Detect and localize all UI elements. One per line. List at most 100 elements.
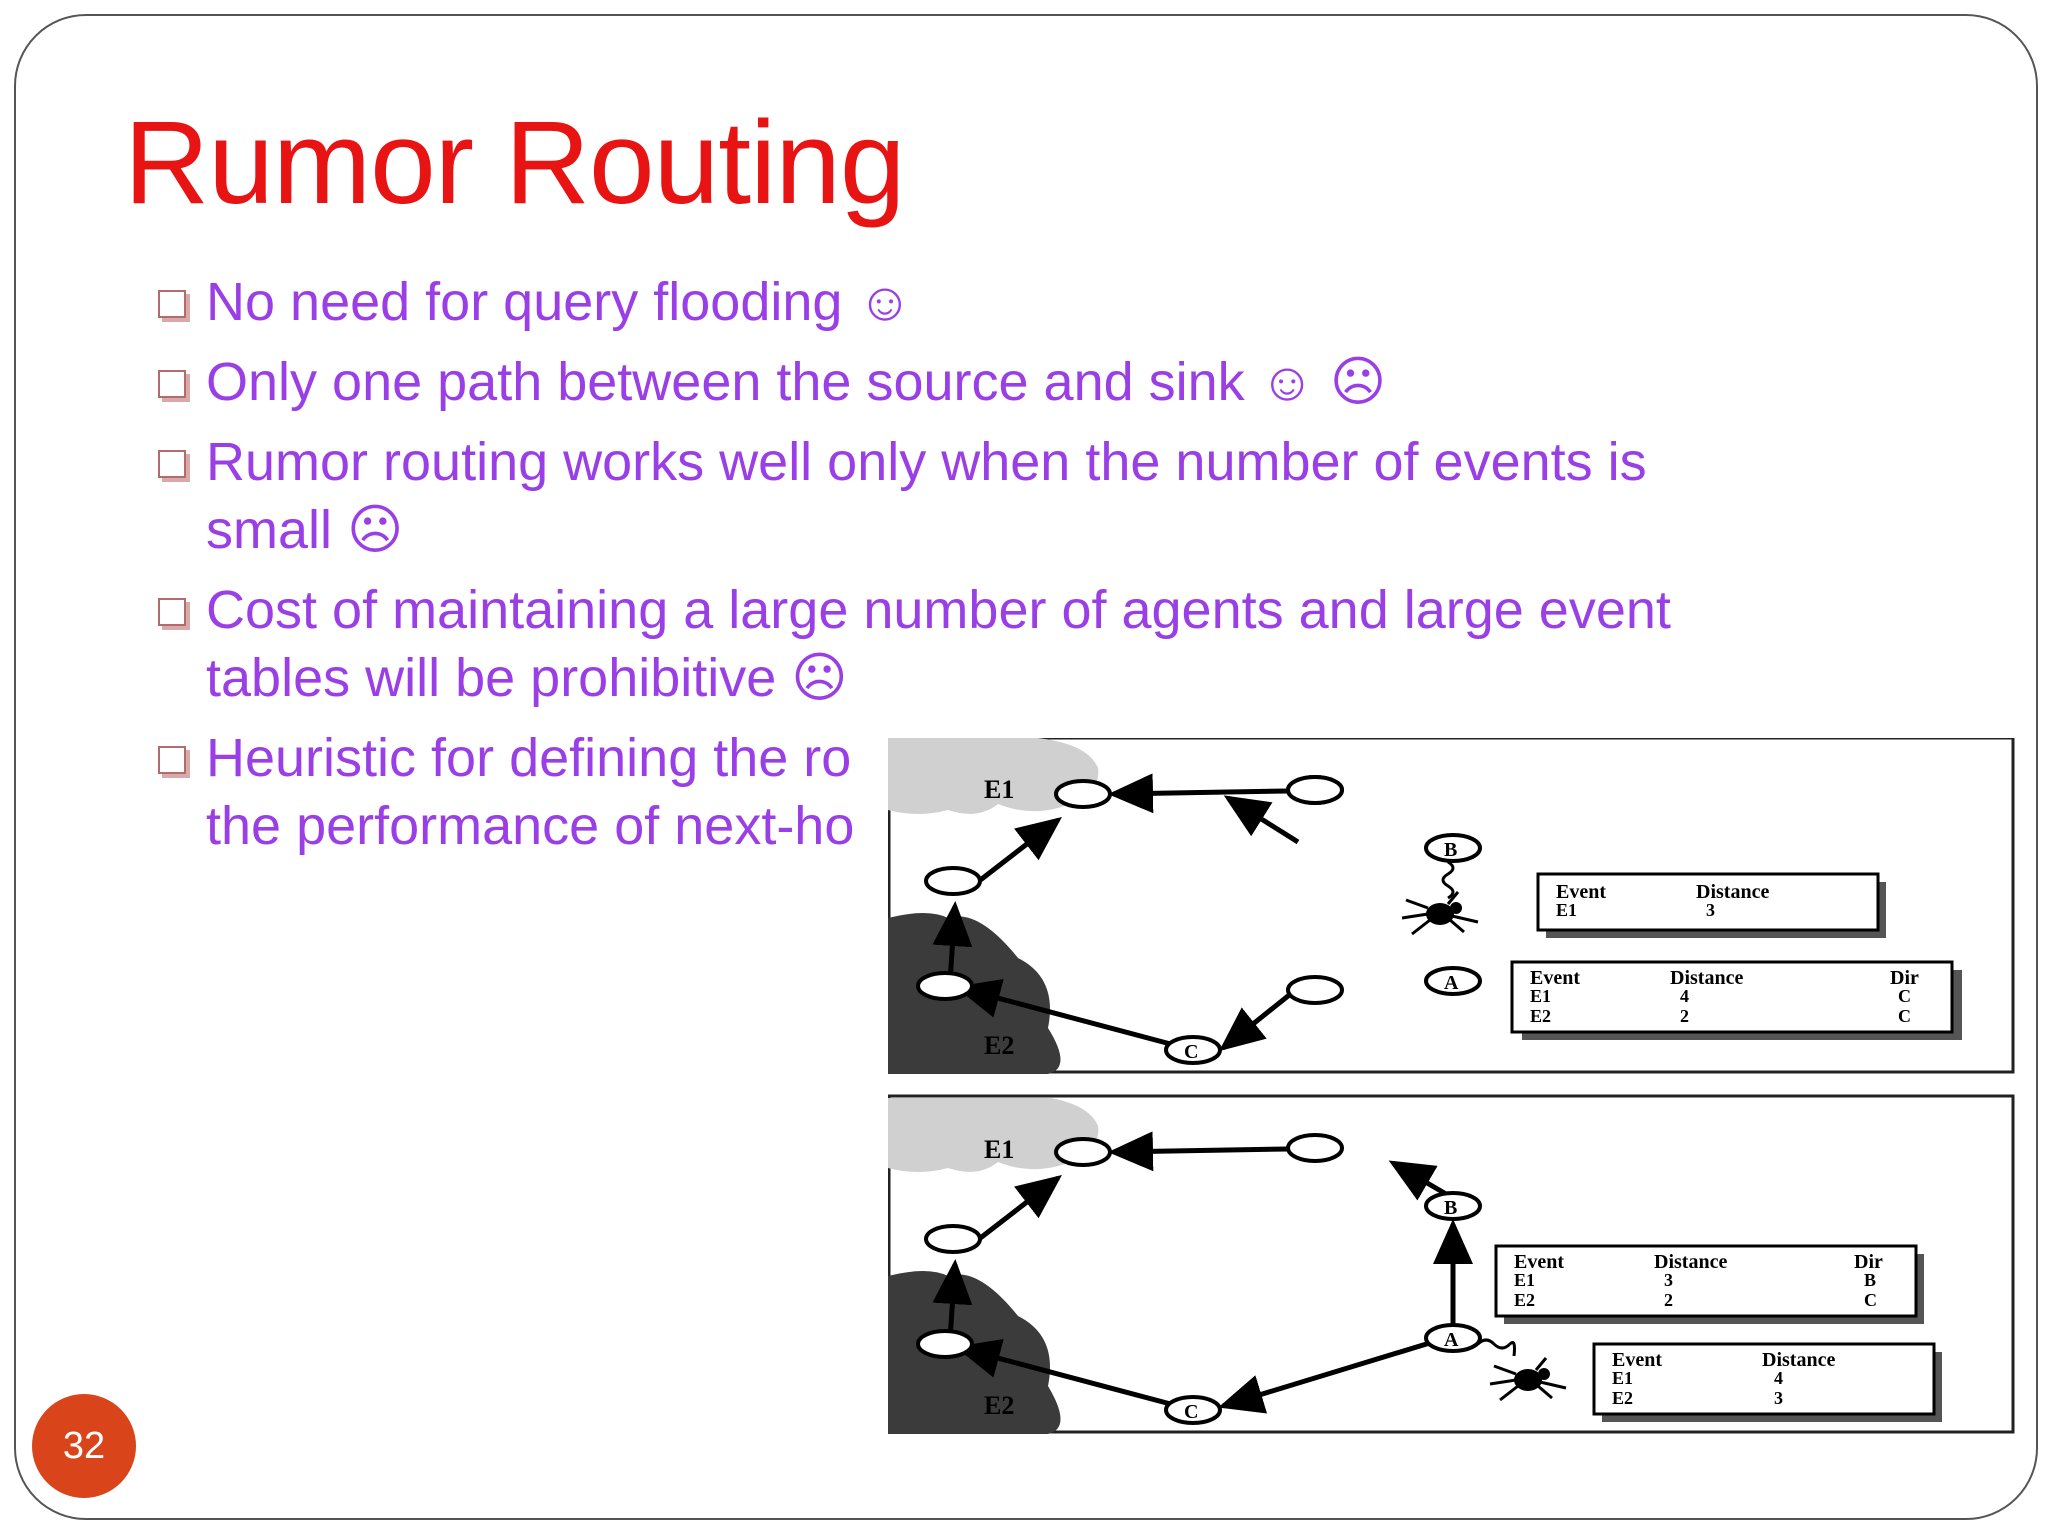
sensor-node <box>1286 775 1344 805</box>
table-cell: 4 <box>1774 1368 1783 1388</box>
checkbox-bullet-icon <box>158 290 186 318</box>
path-n3-to-e1 <box>968 1174 1062 1248</box>
table-header: Event <box>1514 1251 1564 1273</box>
sensor-node <box>916 1329 974 1359</box>
sensor-node-b <box>1424 1191 1482 1221</box>
event-table-b-bottom: Event Distance Dir E1 3 B E2 2 C <box>1494 1244 1924 1324</box>
sensor-node <box>1054 779 1112 809</box>
slide-title: Rumor Routing <box>124 97 906 229</box>
node-label-a: A <box>1444 972 1459 994</box>
bullet-text: Only one path between the source and sin… <box>206 352 1387 412</box>
table-box <box>1592 1342 1936 1416</box>
bullet-item: No need for query flooding ☺ <box>158 268 1778 336</box>
sensor-node <box>924 1224 982 1254</box>
table-box <box>1494 1244 1918 1318</box>
path-n3-to-e1 <box>968 816 1062 890</box>
agent-link <box>1476 1338 1516 1357</box>
path-n4-to-n3 <box>932 901 973 983</box>
node-label-c: C <box>1184 1041 1198 1063</box>
region-e1-cloud <box>888 1098 1099 1172</box>
event-table-a-top: Event Distance Dir E1 4 C E2 2 C <box>1510 960 1962 1040</box>
path-b-to-n1 <box>1388 1160 1448 1201</box>
region-label-e1: E1 <box>984 775 1014 804</box>
path-n1-to-e1 <box>1108 773 1289 814</box>
sensor-node <box>1054 1137 1112 1167</box>
path-n4-to-n3 <box>932 1259 973 1341</box>
table-cell: E1 <box>1514 1270 1535 1290</box>
checkbox-bullet-icon <box>158 598 186 626</box>
table-header: Distance <box>1670 967 1743 989</box>
table-cell: 4 <box>1680 986 1689 1006</box>
table-header: Distance <box>1696 881 1769 903</box>
table-header: Event <box>1612 1349 1662 1371</box>
bullet-item: Only one path between the source and sin… <box>158 348 1778 416</box>
table-cell: E2 <box>1514 1290 1535 1310</box>
agent-link <box>1441 860 1455 900</box>
path-a-to-c <box>1218 1339 1434 1414</box>
bullet-item: Rumor routing works well only when the n… <box>158 428 1778 564</box>
table-box <box>1536 872 1880 932</box>
table-cell: 3 <box>1664 1270 1673 1290</box>
path-c-to-n4 <box>955 978 1179 1049</box>
rumor-routing-diagram: E1 E2 B A C <box>887 736 2016 1434</box>
table-cell: E2 <box>1612 1388 1633 1408</box>
sensor-node-c <box>1164 1035 1222 1065</box>
table-header: Distance <box>1762 1349 1835 1371</box>
bullet-item: Cost of maintaining a large number of ag… <box>158 576 1778 712</box>
sensor-node-a <box>1424 966 1482 996</box>
table-header: Event <box>1556 881 1606 903</box>
region-label-e1: E1 <box>984 1135 1014 1164</box>
table-box <box>1510 960 1954 1034</box>
node-label-b: B <box>1444 839 1457 861</box>
table-cell: E2 <box>1530 1006 1551 1026</box>
bullet-text: No need for query flooding ☺ <box>206 272 913 332</box>
table-cell: B <box>1864 1270 1876 1290</box>
checkbox-bullet-icon <box>158 746 186 774</box>
node-label-b: B <box>1444 1197 1457 1219</box>
sensor-node <box>924 866 982 896</box>
bullet-text: Rumor routing works well only when the n… <box>206 432 1647 560</box>
sensor-node <box>1286 1133 1344 1163</box>
table-cell: C <box>1898 986 1911 1006</box>
table-header: Dir <box>1890 967 1919 989</box>
sensor-node-b <box>1424 833 1482 863</box>
sensor-node <box>916 971 974 1001</box>
node-label-a: A <box>1444 1329 1459 1351</box>
table-cell: E1 <box>1612 1368 1633 1388</box>
table-cell: E1 <box>1530 986 1551 1006</box>
table-cell: 2 <box>1664 1290 1673 1310</box>
event-table-b-top: Event Distance E1 3 <box>1536 872 1886 938</box>
region-e1-cloud <box>888 738 1099 814</box>
table-cell: 2 <box>1680 1006 1689 1026</box>
table-cell: E1 <box>1556 900 1577 920</box>
path-b-to-n1 <box>1223 795 1300 845</box>
agent-spider-icon <box>1401 891 1479 936</box>
table-cell: 3 <box>1706 900 1715 920</box>
sensor-node-a <box>1424 1323 1482 1353</box>
panel-top: E1 E2 B A C <box>887 736 2015 1074</box>
table-header: Dir <box>1854 1251 1883 1273</box>
sensor-node-c <box>1164 1395 1222 1425</box>
table-cell: C <box>1898 1006 1911 1026</box>
table-cell: 3 <box>1774 1388 1783 1408</box>
table-header: Event <box>1530 967 1580 989</box>
bullet-text: Heuristic for defining the ro <box>206 728 852 788</box>
slide-number-badge: 32 <box>32 1394 136 1498</box>
path-n1-to-e1 <box>1108 1131 1289 1172</box>
agent-spider-icon <box>1489 1357 1567 1402</box>
bullet-text: Cost of maintaining a large number of ag… <box>206 580 1671 708</box>
bullet-list: No need for query flooding ☺ Only one pa… <box>158 268 1778 872</box>
bullet-text-continued: the performance of next-ho <box>206 796 855 856</box>
event-table-a-bottom: Event Distance E1 4 E2 3 <box>1592 1342 1942 1422</box>
path-c-to-n4 <box>955 1338 1179 1409</box>
bullet-item: Heuristic for defining the ro the perform… <box>158 724 1778 860</box>
table-header: Distance <box>1654 1251 1727 1273</box>
region-label-e2: E2 <box>984 1031 1014 1060</box>
checkbox-bullet-icon <box>158 450 186 478</box>
panel-bottom: E1 E2 B A C <box>887 1094 2015 1434</box>
table-cell: C <box>1864 1290 1877 1310</box>
node-label-c: C <box>1184 1401 1198 1423</box>
checkbox-bullet-icon <box>158 370 186 398</box>
diagram-svg: E1 E2 B A C <box>887 736 2015 1434</box>
region-label-e2: E2 <box>984 1391 1014 1420</box>
